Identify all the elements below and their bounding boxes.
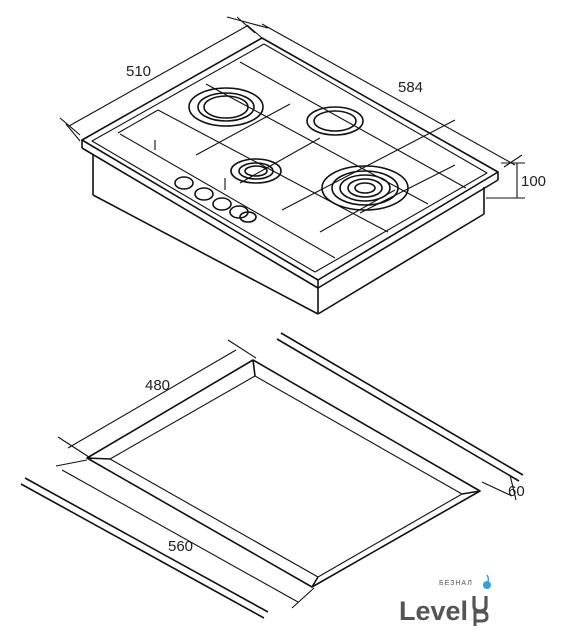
medium-burner (306, 106, 364, 136)
control-knob (212, 197, 232, 211)
dimension-label-480: 480 (145, 377, 170, 394)
large-burner (188, 87, 264, 127)
cutout-inner-edge (109, 375, 463, 578)
control-knobs (174, 176, 257, 223)
logo-tag: БЕЗНАЛ (439, 580, 473, 587)
hob-dimension-lines (59, 16, 525, 199)
dimension-line-584 (261, 23, 516, 166)
dimension-line-480 (67, 349, 237, 449)
hob-drawing (81, 37, 499, 315)
hob-glass (91, 43, 488, 273)
hob-body (81, 140, 499, 315)
dimension-label-60: 60 (508, 483, 525, 500)
triple-crown-burner (321, 165, 409, 211)
control-knob (194, 187, 214, 201)
dimension-label-510: 510 (126, 63, 151, 80)
dimension-label-100: 100 (521, 173, 546, 190)
countertop-back-edge (280, 332, 524, 476)
dimension-label-560: 560 (168, 538, 193, 555)
countertop-front-edge (24, 477, 269, 613)
dimension-line-510 (68, 25, 248, 127)
dimension-line-60 (481, 481, 513, 497)
dimension-line-560 (61, 469, 299, 603)
small-burner (230, 158, 282, 184)
control-knob (174, 176, 194, 190)
dimension-label-584: 584 (398, 79, 423, 96)
logo-accent-dot (483, 581, 491, 589)
cutout-dimension-lines (55, 339, 517, 609)
logo-up-mark (472, 574, 491, 626)
cutout-drawing (20, 332, 524, 619)
logo-word: Level (399, 596, 468, 626)
control-knob (239, 211, 257, 223)
brand-logo: Level БЕЗНАЛ (399, 574, 491, 626)
